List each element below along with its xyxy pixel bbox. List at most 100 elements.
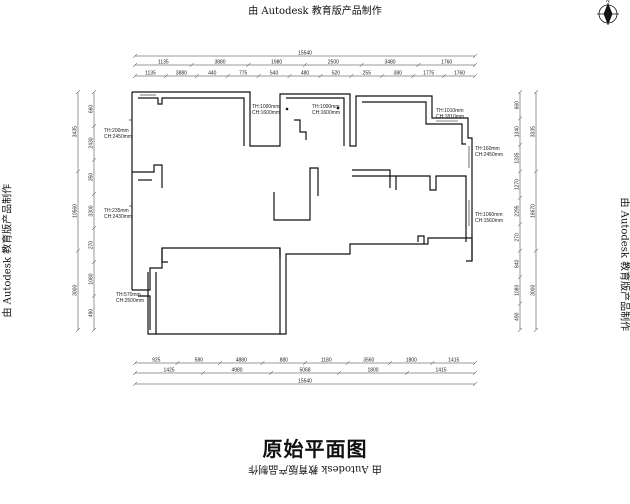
dimension-tick bbox=[517, 195, 523, 200]
dimension-tick bbox=[175, 360, 180, 366]
dimension-tick bbox=[132, 360, 138, 366]
dimension-label: 1135 bbox=[145, 71, 156, 77]
dimension-tick bbox=[472, 62, 478, 68]
dimension-label: 1415 bbox=[448, 358, 459, 364]
opening-note: TH:1000mm bbox=[312, 104, 340, 110]
dimension-tick bbox=[517, 142, 523, 148]
dimension-label: 3000 bbox=[531, 285, 537, 296]
dimension-tick bbox=[194, 73, 199, 79]
dimension-label: 540 bbox=[270, 71, 279, 77]
dimension-tick bbox=[533, 327, 539, 333]
dimension-label: 660 bbox=[89, 105, 95, 114]
page-title: 原始平面图 bbox=[262, 437, 368, 461]
dimension-tick bbox=[246, 62, 251, 68]
dimension-label: 3300 bbox=[89, 205, 95, 216]
dimension-label: 925 bbox=[152, 358, 161, 364]
dimension-tick bbox=[287, 73, 292, 79]
dimension-tick bbox=[91, 225, 97, 231]
dimension-tick bbox=[517, 248, 523, 253]
opening-note: TH:200mm bbox=[104, 128, 129, 134]
watermark-top: 由 Autodesk 教育版产品制作 bbox=[248, 6, 382, 17]
dimension-label: 3335 bbox=[531, 126, 537, 137]
dimension-label: 270 bbox=[89, 241, 95, 250]
dimension-label: 1335 bbox=[515, 152, 521, 163]
dimension-label: 3000 bbox=[73, 285, 79, 296]
opening-note: TH:570mm bbox=[116, 292, 141, 298]
dimension-tick bbox=[91, 89, 97, 95]
dimension-label: 3880 bbox=[214, 60, 225, 66]
dimension-label: 1135 bbox=[158, 60, 169, 66]
dimension-tick bbox=[302, 360, 308, 366]
compass-icon bbox=[597, 2, 619, 26]
dimension-label: 580 bbox=[195, 358, 204, 364]
dimension-label: 520 bbox=[332, 71, 341, 77]
dimension-tick bbox=[404, 370, 410, 376]
dimension-tick bbox=[533, 89, 539, 95]
dimension-tick bbox=[132, 370, 138, 376]
dimension-label: 3435 bbox=[73, 126, 79, 137]
fixture-marks bbox=[285, 106, 340, 111]
dimension-tick bbox=[91, 327, 97, 333]
dimension-tick bbox=[132, 62, 138, 68]
dimension-tick bbox=[387, 360, 393, 366]
dimension-tick bbox=[200, 370, 206, 376]
dimension-tick bbox=[91, 259, 97, 265]
dimension-tick bbox=[91, 191, 97, 197]
opening-note: CH:2450mm bbox=[104, 134, 132, 140]
dimension-tick bbox=[517, 169, 523, 174]
dimension-tick bbox=[517, 301, 523, 306]
dimension-tick bbox=[336, 370, 342, 376]
opening-note: TH:160mm bbox=[475, 146, 500, 152]
dimension-label: 18670 bbox=[531, 204, 537, 218]
dimension-label: 4980 bbox=[231, 368, 242, 374]
dimension-label: 490 bbox=[89, 309, 95, 318]
dimension-label: 1080 bbox=[89, 273, 95, 284]
opening-note: TH:235mm bbox=[104, 208, 129, 214]
opening-note: TH:1010mm bbox=[436, 108, 464, 114]
opening-note: CH:2450mm bbox=[475, 152, 503, 158]
dimension-tick bbox=[217, 360, 223, 366]
dimension-tick bbox=[430, 360, 435, 366]
opening-note: CH:1600mm bbox=[312, 110, 340, 116]
dimension-tick bbox=[472, 360, 478, 366]
dimension-label: 480 bbox=[301, 71, 310, 77]
dimension-tick bbox=[225, 73, 230, 79]
dimension-label: 270 bbox=[515, 233, 521, 242]
dimension-label: 1270 bbox=[515, 179, 521, 190]
dimension-tick bbox=[472, 381, 478, 387]
dimension-tick bbox=[359, 62, 364, 68]
dimension-tick bbox=[75, 169, 81, 174]
dimension-label: 1415 bbox=[435, 368, 446, 374]
dimension-tick bbox=[75, 248, 81, 253]
dimension-label: 1980 bbox=[271, 60, 282, 66]
dimension-label: 880 bbox=[280, 358, 289, 364]
dimension-tick bbox=[416, 62, 421, 68]
dimension-tick bbox=[268, 370, 274, 376]
dimension-label: 4880 bbox=[236, 358, 247, 364]
dimension-tick bbox=[132, 53, 138, 59]
dimension-label: 3880 bbox=[176, 71, 187, 77]
opening-note: CH:1560mm bbox=[475, 218, 503, 224]
dimension-label: 10560 bbox=[73, 204, 79, 218]
dimension-tick bbox=[517, 274, 523, 280]
walls bbox=[131, 91, 473, 335]
dimension-label: 1080 bbox=[515, 285, 521, 296]
opening-note: TH:1000mm bbox=[252, 104, 280, 110]
dimension-tick bbox=[472, 370, 478, 376]
dimension-label: 1800 bbox=[367, 368, 378, 374]
opening-note: CH:2500mm bbox=[116, 298, 144, 304]
dimension-label: 3560 bbox=[363, 358, 374, 364]
dimension-label: 1775 bbox=[423, 71, 434, 77]
dimension-tick bbox=[441, 73, 447, 79]
dimension-label: 2295 bbox=[515, 205, 521, 216]
dimension-label: 840 bbox=[515, 259, 521, 268]
dimension-tick bbox=[163, 73, 169, 79]
opening-note: TH:1060mm bbox=[475, 212, 503, 218]
dimension-tick bbox=[91, 123, 97, 129]
dimension-label: 2500 bbox=[328, 60, 339, 66]
dimension-label: 1340 bbox=[515, 126, 521, 137]
dimension-tick bbox=[533, 169, 539, 174]
dimension-tick bbox=[517, 116, 523, 121]
dimension-tick bbox=[75, 327, 81, 333]
